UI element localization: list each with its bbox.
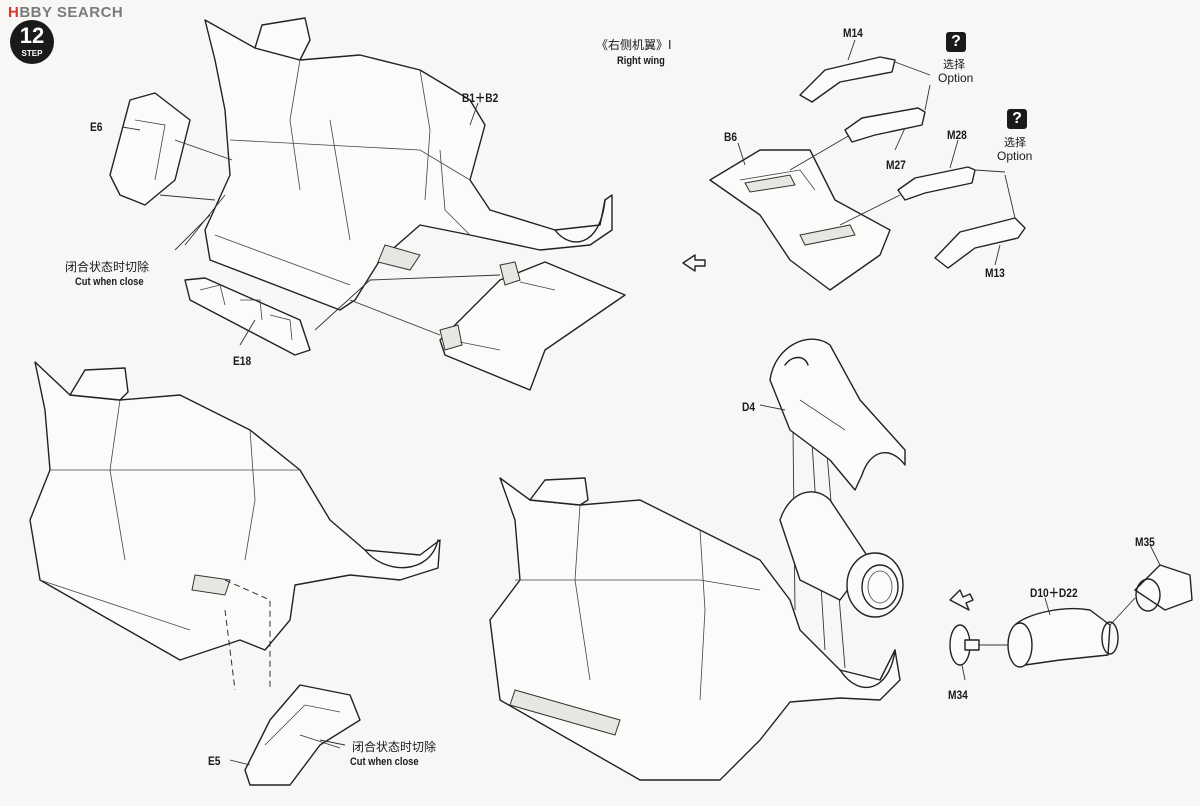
label-b1-b2: B1＋B2 <box>462 91 499 105</box>
part-e5-drawing <box>229 684 361 786</box>
step-badge: 12 STEP <box>10 20 54 64</box>
option-question-icon-2: ? <box>1007 109 1027 129</box>
part-b6-drawing <box>709 134 901 291</box>
part-m13-drawing <box>934 174 1026 269</box>
part-d10-d22-drawing <box>1007 597 1136 668</box>
wing-assembly-bottom-right <box>489 409 901 781</box>
watermark-text: BBY SEARCH <box>19 4 124 21</box>
option-en-2: Option <box>997 149 1033 163</box>
label-b6: B6 <box>724 130 738 144</box>
intake-duct <box>779 491 904 618</box>
wing-assembly-bottom-left <box>29 361 441 691</box>
option-cn-2: 选择 <box>1004 136 1026 149</box>
label-m14: M14 <box>843 26 863 40</box>
cut-note-cn-top: 闭合状态时切除 <box>65 260 150 274</box>
cut-note-cn-bottom: 闭合状态时切除 <box>352 740 437 754</box>
option-en-1: Option <box>938 71 974 85</box>
part-m14-drawing <box>799 39 931 103</box>
label-d4: D4 <box>742 400 756 414</box>
flap-part-top <box>349 261 626 391</box>
label-m13: M13 <box>985 266 1005 280</box>
wing-assembly-top <box>204 17 613 311</box>
step-word: STEP <box>21 49 43 58</box>
title-english: Right wing <box>617 55 665 67</box>
hobby-search-watermark: HBBY SEARCH <box>8 4 123 21</box>
part-m34-drawing <box>949 624 1008 681</box>
option-question-icon: ? <box>946 32 966 52</box>
part-e6-drawing <box>109 92 233 206</box>
label-m27: M27 <box>886 158 906 172</box>
label-m35: M35 <box>1135 535 1155 549</box>
part-d4-drawing <box>759 338 906 491</box>
part-m35-drawing <box>1134 544 1193 612</box>
label-m28: M28 <box>947 128 967 142</box>
label-e6: E6 <box>90 120 103 134</box>
step-number: 12 <box>19 23 45 48</box>
label-m34: M34 <box>948 688 968 702</box>
part-e18-drawing <box>174 194 371 356</box>
label-d10-d22: D10＋D22 <box>1030 586 1078 600</box>
title-chinese: 《右侧机翼》I <box>596 38 672 52</box>
cut-note-en-bottom: Cut when close <box>350 756 419 768</box>
label-e5: E5 <box>208 754 221 768</box>
label-e18: E18 <box>233 354 252 368</box>
watermark-logo-mark: H <box>8 4 20 21</box>
option-cn-1: 选择 <box>943 58 965 71</box>
part-m27-drawing <box>844 84 931 151</box>
part-m28-drawing <box>897 139 1006 201</box>
cut-note-en-top: Cut when close <box>75 276 144 288</box>
